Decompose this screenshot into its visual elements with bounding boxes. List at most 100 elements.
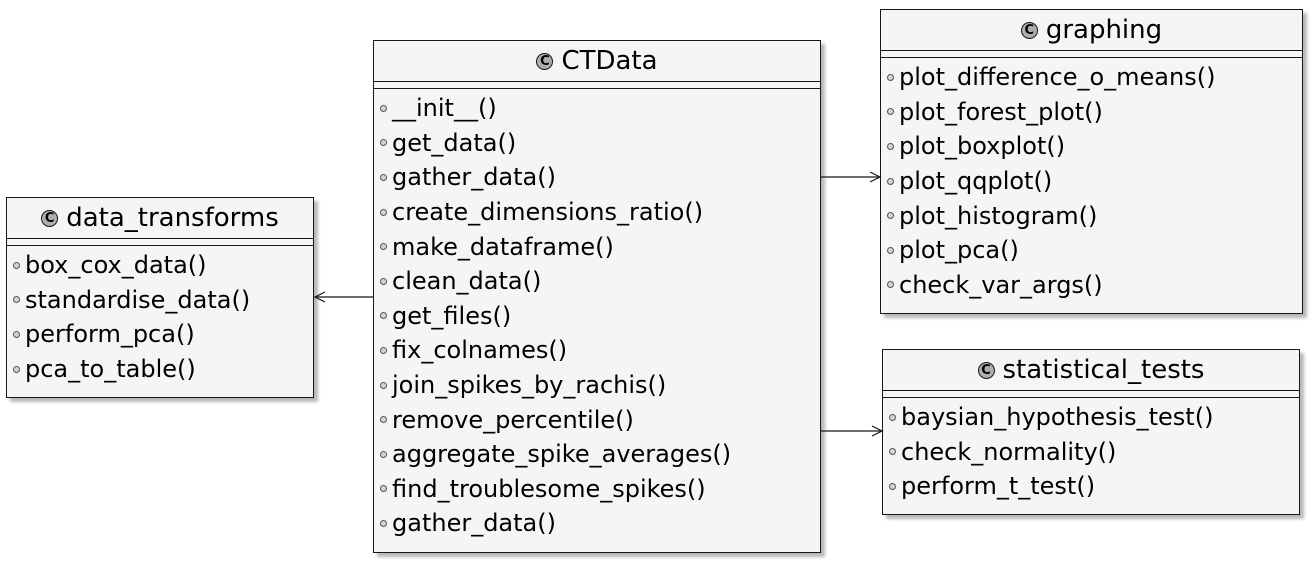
class-graphing: C graphing plot_difference_o_means()plot… bbox=[880, 9, 1303, 314]
class-badge-icon: C bbox=[1020, 21, 1038, 39]
divider bbox=[7, 238, 313, 239]
class-ctdata: C CTData __init__() get_data() gather_data… bbox=[373, 40, 821, 553]
method-name: baysian_hypothesis_test() bbox=[901, 403, 1214, 432]
public-method-icon bbox=[887, 108, 894, 116]
relation-ctdata-to-data-transforms bbox=[313, 291, 373, 303]
class-header: C data_transforms bbox=[7, 198, 313, 238]
class-header: C statistical_tests bbox=[883, 350, 1299, 390]
public-method-icon bbox=[889, 482, 896, 490]
public-method-icon bbox=[380, 450, 387, 458]
class-data-transforms: C data_transforms box_cox_data() standard… bbox=[6, 197, 314, 398]
public-method-icon bbox=[380, 312, 387, 320]
public-method-icon bbox=[887, 177, 894, 185]
class-badge-icon: C bbox=[536, 52, 554, 70]
divider bbox=[374, 81, 820, 82]
public-method-icon bbox=[380, 416, 387, 424]
method-item: plot_boxplot() bbox=[881, 129, 1302, 164]
public-method-icon bbox=[13, 261, 20, 269]
method-name: make_dataframe() bbox=[392, 232, 614, 261]
method-item: standardise_data() bbox=[7, 283, 313, 318]
method-item: __init__() bbox=[374, 91, 820, 126]
method-item: check_var_args() bbox=[881, 268, 1302, 303]
method-name: plot_histogram() bbox=[899, 201, 1098, 230]
class-name: CTData bbox=[561, 46, 658, 76]
method-name: gather_data() bbox=[392, 509, 556, 538]
method-item: pca_to_table() bbox=[7, 352, 313, 387]
public-method-icon bbox=[380, 277, 387, 285]
method-list: baysian_hypothesis_test() check_normality… bbox=[883, 398, 1299, 508]
method-name: pca_to_table() bbox=[25, 355, 196, 384]
method-name: plot_qqplot() bbox=[899, 167, 1053, 196]
public-method-icon bbox=[887, 246, 894, 254]
method-name: standardise_data() bbox=[25, 285, 251, 314]
class-header: C CTData bbox=[374, 41, 820, 81]
method-item: find_troublesome_spikes() bbox=[374, 472, 820, 507]
method-name: get_files() bbox=[392, 301, 512, 330]
public-method-icon bbox=[380, 519, 387, 527]
method-name: check_normality() bbox=[901, 437, 1117, 466]
method-item: check_normality() bbox=[883, 435, 1299, 470]
method-item: baysian_hypothesis_test() bbox=[883, 400, 1299, 435]
method-item: box_cox_data() bbox=[7, 248, 313, 283]
method-name: fix_colnames() bbox=[392, 336, 568, 365]
method-item: gather_data() bbox=[374, 160, 820, 195]
method-name: aggregate_spike_averages() bbox=[392, 440, 732, 469]
method-name: box_cox_data() bbox=[25, 251, 207, 280]
public-method-icon bbox=[13, 330, 20, 338]
public-method-icon bbox=[887, 281, 894, 289]
method-item: fix_colnames() bbox=[374, 333, 820, 368]
public-method-icon bbox=[380, 381, 387, 389]
method-name: perform_pca() bbox=[25, 320, 195, 349]
method-item: clean_data() bbox=[374, 264, 820, 299]
method-item: gather_data() bbox=[374, 506, 820, 541]
method-name: plot_difference_o_means() bbox=[899, 63, 1216, 92]
method-item: plot_forest_plot() bbox=[881, 95, 1302, 130]
method-item: plot_histogram() bbox=[881, 198, 1302, 233]
method-name: remove_percentile() bbox=[392, 405, 634, 434]
divider bbox=[881, 57, 1302, 58]
divider bbox=[883, 397, 1299, 398]
class-badge-icon: C bbox=[41, 209, 59, 227]
class-header: C graphing bbox=[881, 10, 1302, 50]
method-list: plot_difference_o_means() plot_forest_plo… bbox=[881, 58, 1302, 306]
method-name: plot_pca() bbox=[899, 236, 1019, 265]
divider bbox=[7, 245, 313, 246]
method-name: __init__() bbox=[392, 94, 497, 123]
relation-ctdata-to-graphing bbox=[821, 171, 882, 183]
method-item: plot_qqplot() bbox=[881, 164, 1302, 199]
method-item: plot_pca() bbox=[881, 233, 1302, 268]
method-name: find_troublesome_spikes() bbox=[392, 474, 706, 503]
method-name: get_data() bbox=[392, 128, 517, 157]
method-item: plot_difference_o_means() bbox=[881, 60, 1302, 95]
public-method-icon bbox=[380, 173, 387, 181]
public-method-icon bbox=[887, 142, 894, 150]
method-list: box_cox_data() standardise_data() perform_… bbox=[7, 246, 313, 390]
method-name: plot_boxplot() bbox=[899, 132, 1066, 161]
public-method-icon bbox=[13, 365, 20, 373]
public-method-icon bbox=[889, 413, 896, 421]
class-badge-icon: C bbox=[977, 361, 995, 379]
method-item: get_files() bbox=[374, 299, 820, 334]
class-name: statistical_tests bbox=[1002, 355, 1205, 385]
method-item: perform_t_test() bbox=[883, 469, 1299, 504]
method-name: perform_t_test() bbox=[901, 472, 1096, 501]
divider bbox=[374, 88, 820, 89]
method-name: clean_data() bbox=[392, 267, 542, 296]
public-method-icon bbox=[13, 296, 20, 304]
relation-ctdata-to-statistical-tests bbox=[821, 425, 884, 437]
method-name: plot_forest_plot() bbox=[899, 97, 1103, 126]
public-method-icon bbox=[380, 243, 387, 251]
method-name: gather_data() bbox=[392, 163, 556, 192]
method-item: make_dataframe() bbox=[374, 229, 820, 264]
public-method-icon bbox=[887, 73, 894, 81]
public-method-icon bbox=[889, 448, 896, 456]
method-item: get_data() bbox=[374, 126, 820, 161]
method-item: perform_pca() bbox=[7, 317, 313, 352]
class-name: data_transforms bbox=[66, 203, 279, 233]
public-method-icon bbox=[887, 212, 894, 220]
class-name: graphing bbox=[1045, 15, 1163, 45]
method-item: create_dimensions_ratio() bbox=[374, 195, 820, 230]
divider bbox=[881, 50, 1302, 51]
divider bbox=[883, 390, 1299, 391]
